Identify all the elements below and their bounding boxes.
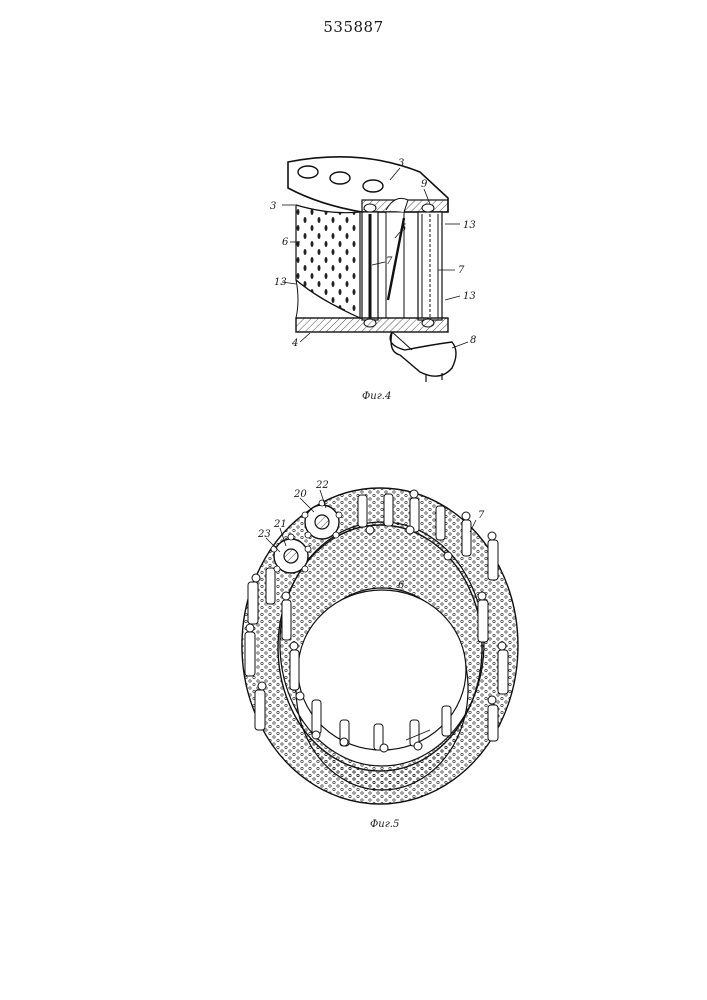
bolt (364, 204, 376, 212)
bolt (422, 204, 434, 212)
figure-4-caption: Фиг.4 (362, 391, 391, 402)
label-13: 13 (463, 220, 476, 231)
label-23: 23 (257, 529, 271, 540)
plate-hole (330, 172, 350, 184)
bottom-plate (296, 318, 448, 332)
label-9: 9 (421, 179, 428, 190)
label-3-left: 3 (270, 201, 276, 212)
label-7-right: 7 (458, 265, 465, 276)
label-3: 3 (398, 158, 404, 169)
label-7: 7 (386, 256, 393, 267)
figure-5-caption: Фиг.5 (370, 819, 399, 830)
label-5: 5 (400, 223, 406, 234)
plate-hole (363, 180, 383, 192)
label-7-fig5: 7 (478, 510, 485, 521)
label-20: 20 (293, 489, 307, 500)
label-6-fig5: 6 (398, 580, 405, 591)
perforated-screen (296, 205, 360, 318)
plate-hole (298, 166, 318, 178)
label-4: 4 (291, 338, 298, 349)
label-6: 6 (282, 237, 289, 248)
label-8: 8 (470, 335, 476, 346)
label-21: 21 (273, 519, 287, 530)
label-13-left: 13 (274, 277, 287, 288)
label-22: 22 (315, 480, 329, 491)
label-13-bottom: 13 (463, 291, 476, 302)
figure-4: 3 9 3 13 6 5 7 7 13 13 4 8 Фиг.4 (270, 157, 476, 402)
figure-5: 22 20 7 21 23 6 Фиг.5 (242, 480, 518, 830)
